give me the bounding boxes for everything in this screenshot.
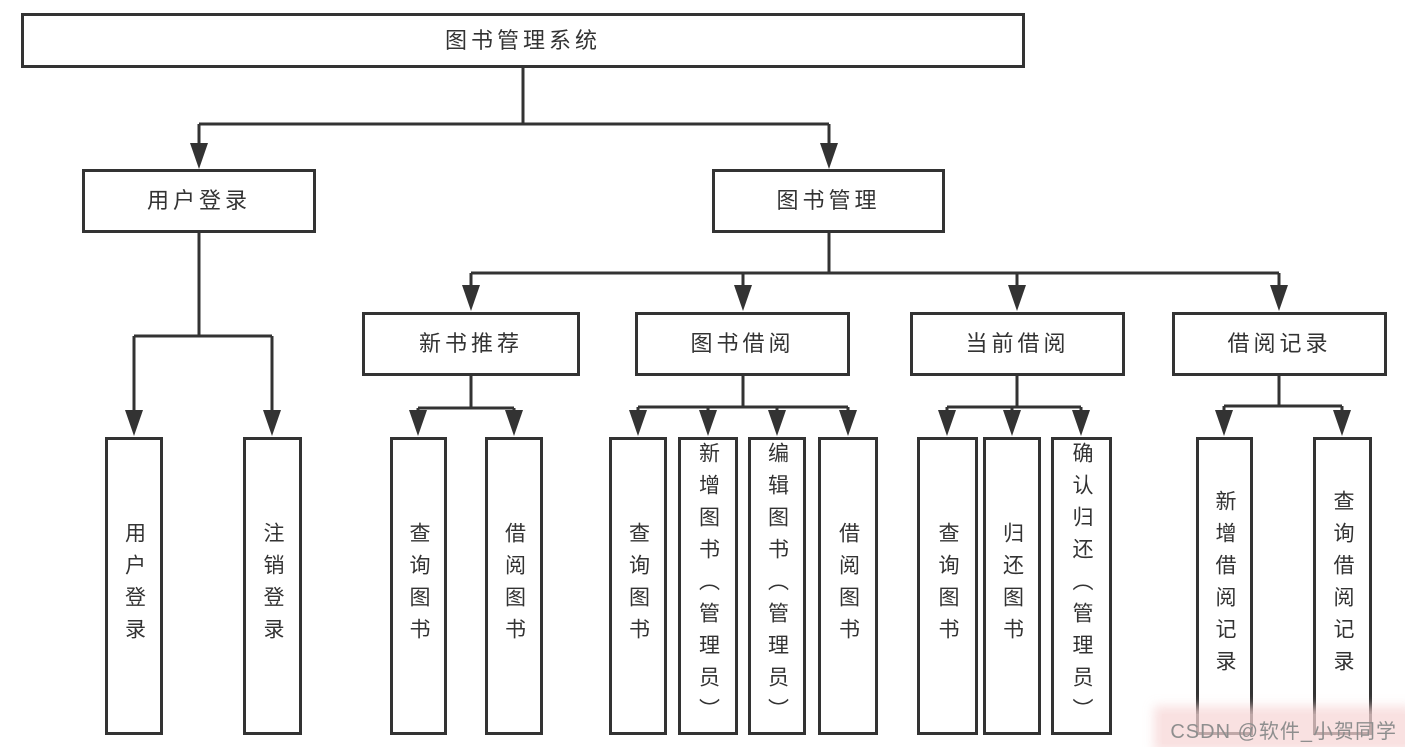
node-label: 用户登录 (122, 522, 146, 650)
node-label: 借阅记录 (1227, 331, 1332, 356)
node-label: 查询图书 (626, 522, 650, 650)
node-confirm-return-admin: 确认归还（管理员） (1051, 437, 1112, 735)
node-label: 借阅图书 (836, 522, 860, 650)
node-label: 查询图书 (936, 522, 959, 650)
node-logout: 注销登录 (243, 437, 302, 735)
node-new-book-recommend: 新书推荐 (362, 312, 580, 376)
node-login: 用户登录 (105, 437, 163, 735)
node-edit-books-admin: 编辑图书（管理员） (748, 437, 806, 735)
node-label: 注销登录 (261, 522, 284, 650)
node-current-borrowing: 当前借阅 (910, 312, 1125, 376)
node-library-management-system: 图书管理系统 (21, 13, 1025, 68)
node-book-management: 图书管理 (712, 169, 945, 233)
node-label: 新增借阅记录 (1213, 490, 1236, 682)
node-label: 查询图书 (407, 522, 430, 650)
node-query-borrow-record: 查询借阅记录 (1313, 437, 1372, 735)
node-label: 借阅图书 (502, 522, 526, 650)
node-borrowing-records: 借阅记录 (1172, 312, 1387, 376)
arrowheads (125, 143, 1351, 436)
node-label: 归还图书 (1000, 522, 1024, 650)
node-add-borrow-record: 新增借阅记录 (1196, 437, 1253, 735)
node-label: 确认归还（管理员） (1070, 442, 1093, 730)
csdn-watermark: CSDN @软件_小贺同学 (1162, 714, 1405, 744)
node-label: 新书推荐 (418, 331, 523, 356)
node-label: 新增图书（管理员） (696, 442, 720, 730)
node-label: 查询借阅记录 (1331, 490, 1354, 682)
node-query-books: 查询图书 (390, 437, 447, 735)
node-book-borrowing: 图书借阅 (635, 312, 850, 376)
node-add-books-admin: 新增图书（管理员） (678, 437, 738, 735)
node-label: 当前借阅 (965, 331, 1070, 356)
node-user-login: 用户登录 (82, 169, 316, 233)
node-label: 用户登录 (146, 188, 251, 213)
node-query-books: 查询图书 (609, 437, 667, 735)
node-borrow-books: 借阅图书 (485, 437, 543, 735)
node-query-books: 查询图书 (917, 437, 978, 735)
node-borrow-books: 借阅图书 (818, 437, 878, 735)
node-label: 图书管理 (776, 188, 881, 213)
node-label: 图书管理系统 (444, 27, 601, 53)
node-label: 编辑图书（管理员） (765, 442, 789, 730)
node-return-books: 归还图书 (983, 437, 1041, 735)
node-label: 图书借阅 (690, 331, 795, 356)
